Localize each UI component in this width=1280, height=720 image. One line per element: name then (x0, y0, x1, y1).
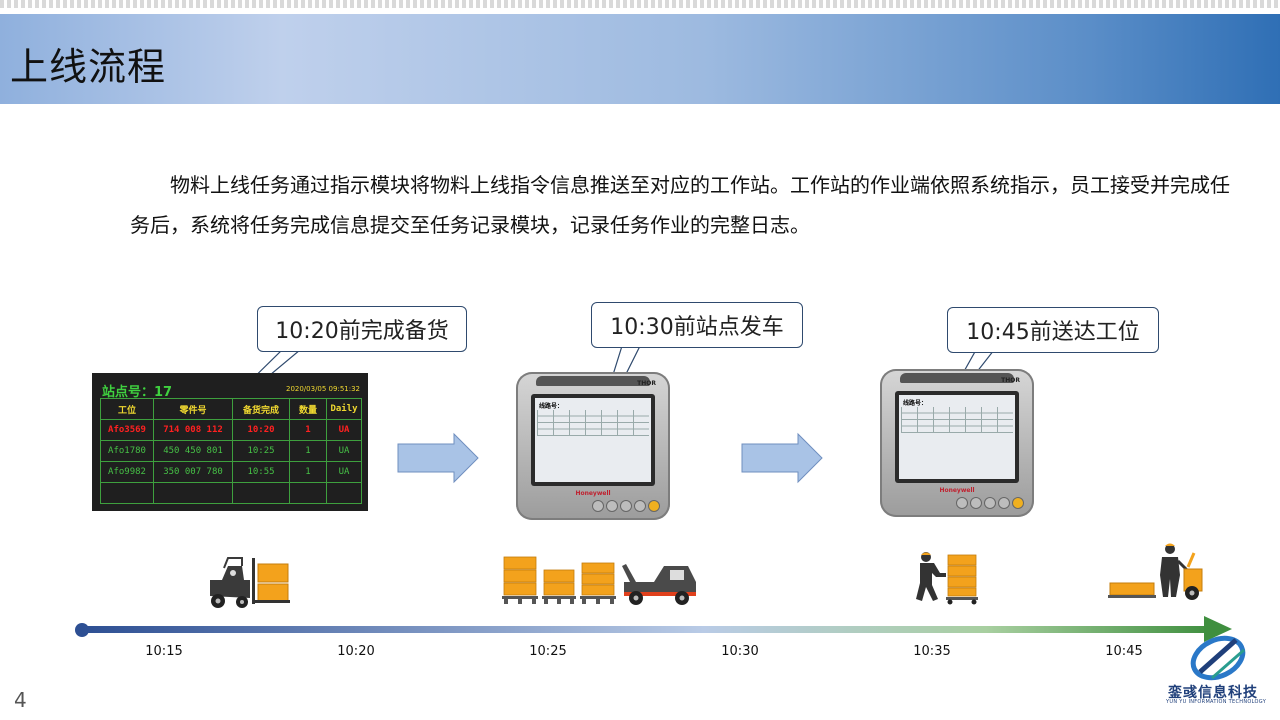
board-cell: Afo3569 (100, 419, 154, 441)
board-header-cell: 备货完成 (232, 398, 290, 420)
company-logo-icon (1190, 635, 1246, 681)
timeline-tick: 10:20 (337, 644, 375, 659)
board-cell: Afo1780 (100, 440, 154, 462)
terminal-screen-grid (901, 407, 1013, 433)
terminal-button (592, 500, 604, 512)
terminal-maker: Honeywell (575, 490, 611, 497)
terminal-button (970, 497, 982, 509)
terminal-lcd: 线路号： (899, 395, 1015, 479)
board-cell: 1 (289, 419, 327, 441)
board-datetime: 2020/03/05 09:51:32 (285, 385, 360, 393)
terminal-button (956, 497, 968, 509)
board-header-row: 工位 零件号 备货完成 数量 Daily (100, 398, 362, 420)
board-header-cell: 数量 (289, 398, 327, 420)
terminal-button (634, 500, 646, 512)
board-cell (100, 482, 154, 504)
board-station: 站点号：17 (102, 385, 173, 400)
terminal-lcd: 线路号： (535, 398, 651, 482)
board-cell: UA (326, 419, 362, 441)
terminal-button (648, 500, 660, 512)
terminal-button (984, 497, 996, 509)
callout-depart-text: 10:30前站点发车 (610, 315, 784, 340)
tow-truck-icon (622, 564, 696, 605)
terminal-brand: THOR (1001, 377, 1020, 384)
board-header-cell: Daily (326, 398, 362, 420)
board-cell (289, 482, 327, 504)
board-cell: 350 007 780 (153, 461, 233, 483)
handheld-terminal-2: THOR 线路号： Honeywell (880, 369, 1034, 517)
board-cell (232, 482, 290, 504)
board-cell: UA (326, 440, 362, 462)
board-cell (326, 482, 362, 504)
board-row: Afo9982 350 007 780 10:55 1 UA (100, 461, 362, 483)
callout-prep-text: 10:20前完成备货 (275, 319, 449, 344)
terminal-screen: 线路号： (895, 391, 1019, 483)
intro-paragraph: 物料上线任务通过指示模块将物料上线指令信息推送至对应的工作站。工作站的作业端依照… (130, 173, 1230, 237)
board-cell: 10:55 (232, 461, 290, 483)
terminal-screen-title: 线路号： (539, 403, 564, 410)
terminal-screen-grid (537, 410, 649, 436)
handheld-terminal-1: THOR 线路号： Honeywell (516, 372, 670, 520)
board-cell: 450 450 801 (153, 440, 233, 462)
board-row (100, 482, 362, 504)
board-header-cell: 零件号 (153, 398, 233, 420)
flow-arrow-1 (397, 432, 479, 484)
timeline-tick: 10:30 (721, 644, 759, 659)
page-number: 4 (14, 688, 27, 712)
forklift-icon (210, 557, 290, 608)
board-cell: 10:20 (232, 419, 290, 441)
timeline-tick: 10:35 (913, 644, 951, 659)
timeline-start-dot (75, 623, 89, 637)
timeline-tick: 10:45 (1105, 644, 1143, 659)
led-status-board: 站点号：17 2020/03/05 09:51:32 工位 零件号 备货完成 数… (92, 373, 368, 511)
company-logo-name: 銮彧信息科技 (1168, 685, 1258, 701)
board-cell: 1 (289, 440, 327, 462)
worker-machine-icon (1108, 543, 1203, 600)
board-header-cell: 工位 (100, 398, 154, 420)
terminal-screen-title: 线路号： (903, 400, 928, 407)
board-cell: 1 (289, 461, 327, 483)
pallets-icon (502, 556, 616, 604)
terminal-button (1012, 497, 1024, 509)
worker-cart-icon (916, 552, 978, 605)
board-cell: 714 008 112 (153, 419, 233, 441)
terminal-button (998, 497, 1010, 509)
flow-arrow-2 (741, 432, 823, 484)
callout-deliver: 10:45前送达工位 (947, 307, 1159, 353)
terminal-top-bar (536, 376, 650, 386)
terminal-button (620, 500, 632, 512)
board-cell: Afo9982 (100, 461, 154, 483)
callout-prep: 10:20前完成备货 (257, 306, 467, 352)
callout-depart: 10:30前站点发车 (591, 302, 803, 348)
board-table: 工位 零件号 备货完成 数量 Daily Afo3569 714 008 112… (100, 398, 362, 504)
board-row: Afo1780 450 450 801 10:25 1 UA (100, 440, 362, 462)
terminal-button (606, 500, 618, 512)
top-dash-border (0, 0, 1280, 8)
timeline-tick: 10:25 (529, 644, 567, 659)
terminal-top-bar (900, 373, 1014, 383)
terminal-brand: THOR (637, 380, 656, 387)
timeline-bar (82, 626, 1212, 633)
board-cell: 10:25 (232, 440, 290, 462)
board-cell: UA (326, 461, 362, 483)
callout-deliver-text: 10:45前送达工位 (966, 320, 1140, 345)
header-banner (0, 14, 1280, 104)
page-title: 上线流程 (10, 45, 167, 89)
terminal-screen: 线路号： (531, 394, 655, 486)
board-row: Afo3569 714 008 112 10:20 1 UA (100, 419, 362, 441)
company-logo-sub: YUN YU INFORMATION TECHNOLOGY (1166, 699, 1267, 705)
board-cell (153, 482, 233, 504)
terminal-maker: Honeywell (939, 487, 975, 494)
timeline-tick: 10:15 (145, 644, 183, 659)
